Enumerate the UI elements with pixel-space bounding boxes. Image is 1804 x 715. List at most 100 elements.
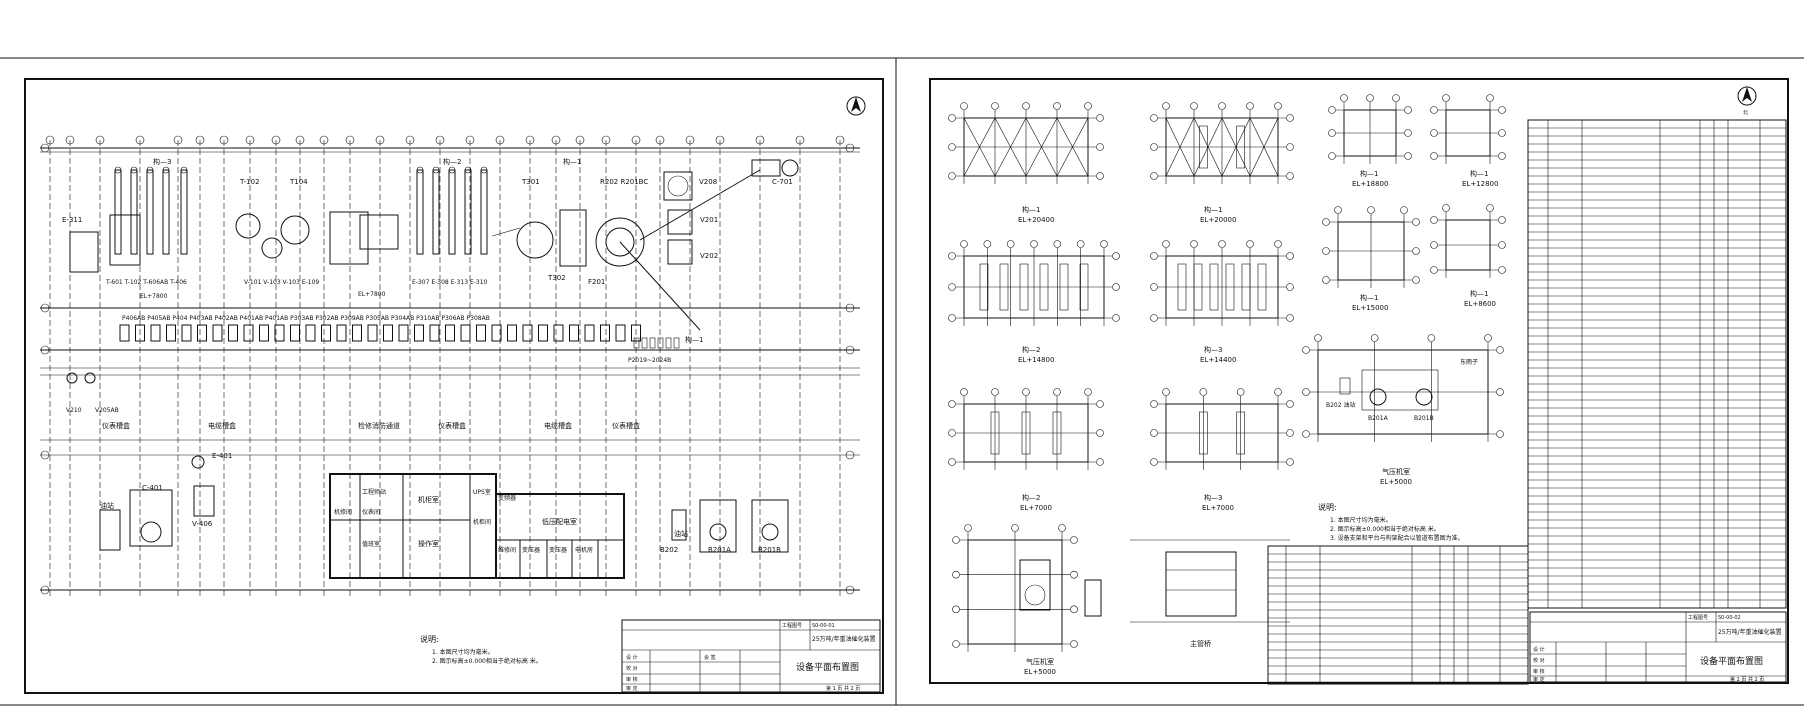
reactor-columns [114,166,587,267]
bracing [1165,117,1195,177]
note-2: 2. 图示标高±0.000相当于绝对标高 米。 [432,657,542,665]
grid-bubble [948,400,956,408]
vessel [1177,263,1187,311]
g10-el: EL+7000 [1202,504,1234,512]
label-v406: V-406 [192,520,213,528]
pump-unit [336,324,347,342]
room-low-voltage: 低压配电室 [542,517,577,526]
room-operation: 操作室 [418,539,439,548]
grid-bubble [715,135,725,145]
g10-label: 构—3 [1204,493,1222,502]
grid-bubble [45,135,55,145]
grid-bubble [525,135,535,145]
vessel [1052,411,1062,455]
grid-bubble [755,135,765,145]
grid-bubble [1070,640,1078,648]
label-pipe-rack-1: 构—1 [563,157,581,166]
pump-unit [600,324,610,342]
grid-bubble [1430,216,1438,224]
grid-bubble [948,458,956,466]
g12-label: 气压机室 [1026,657,1054,666]
grid-bubble [1150,143,1158,151]
grid-bubble [575,135,585,145]
grid-bubble [1486,94,1494,102]
room-transformer-1: 变压器 [522,546,540,554]
grid-bubble [685,135,695,145]
pump-unit [445,324,455,342]
grid-bubble [1334,206,1342,214]
pump-unit [553,324,564,342]
grid-bubble [1286,400,1294,408]
title-project: 25万吨/年重油催化装置 [812,635,876,643]
title2-row-4: 审 定 [1533,676,1545,683]
grid-bubble [964,524,972,532]
grid-bubble [1286,429,1294,437]
title-row-1: 设 计 [626,654,638,661]
pump-unit [460,324,471,342]
sheet-2: 北 构—1 EL+20400 构—1 EL+20000 构—1 EL+18800… [929,78,1789,685]
sheet-1: 构—3 构—2 构—1 构—1 T-102 T104 T301 R202 R20… [24,78,884,694]
vessel [1019,263,1029,311]
label-f201: F201 [588,278,605,286]
title-row-4: 审 定 [626,685,638,692]
grid-bubble [1100,240,1108,248]
title-proj-no: S0-00-01 [812,623,835,629]
column-vessel [180,169,188,255]
grid-bubble [948,314,956,322]
vessel [1193,263,1203,311]
pump-unit [398,324,409,342]
label-e311: E-311 [62,216,82,224]
grid-bubble [1006,240,1015,248]
grid-bubble [1190,240,1198,248]
pump-unit [243,324,254,342]
pipe-connection [491,227,521,237]
bracing [1056,117,1089,177]
room-duty: 值班室 [362,540,380,548]
label-c701: C-701 [772,178,793,186]
pump-unit [476,324,486,342]
grid-bubble [495,135,505,145]
column-top [114,166,122,174]
pump-unit [522,324,533,342]
control-building [329,473,625,579]
pump-unit [367,324,378,342]
grid-bubble [1370,334,1379,342]
title2-row-1: 设 计 [1533,646,1545,653]
grid-bubble [948,143,956,151]
grid-bubble [1053,240,1062,248]
title-row-2: 校 对 [626,665,638,672]
column-vessel [464,169,472,255]
grid-bubble [1218,240,1226,248]
grid-bubble [1496,430,1504,438]
grid-bubble [1430,152,1438,160]
vessel [1257,263,1267,311]
grid-bubble [1286,314,1294,322]
grid-bubble [1322,218,1330,226]
title-row-3: 审 核 [626,676,638,683]
label-dianlan-2: 电缆槽盒 [544,421,572,430]
label-yibiao-1: 仪表槽盒 [102,421,130,430]
grid-bubble [1498,241,1506,249]
grid-bubble [1366,94,1374,102]
grid-bubble [1070,570,1078,579]
title-block-2: 工程图号 S0-00-02 25万吨/年重油催化装置 设备平面布置图 设 计 校… [1529,611,1787,683]
grid-bubble [1286,143,1294,151]
g3-el: EL+18800 [1352,180,1388,188]
grid-bubble [295,135,305,145]
grid-bubble [1084,102,1092,110]
title2-proj-no-label: 工程图号 [1688,614,1708,621]
equipment-schedule-table-2 [1267,545,1529,685]
table-frame [1527,119,1787,609]
pump-unit [657,337,664,349]
grid-bubble [1218,102,1226,110]
label-el-b: EL+7800 [358,291,386,298]
sheet-1-frame [24,78,884,694]
label-t104: T104 [289,178,308,186]
grid-bubble [405,135,415,145]
g11-label: 气压机室 [1382,467,1410,476]
column-vessel [448,169,456,255]
column-vessel [146,169,154,255]
room-maintenance: 维修间 [498,546,516,554]
grid-bubble [1162,388,1170,396]
